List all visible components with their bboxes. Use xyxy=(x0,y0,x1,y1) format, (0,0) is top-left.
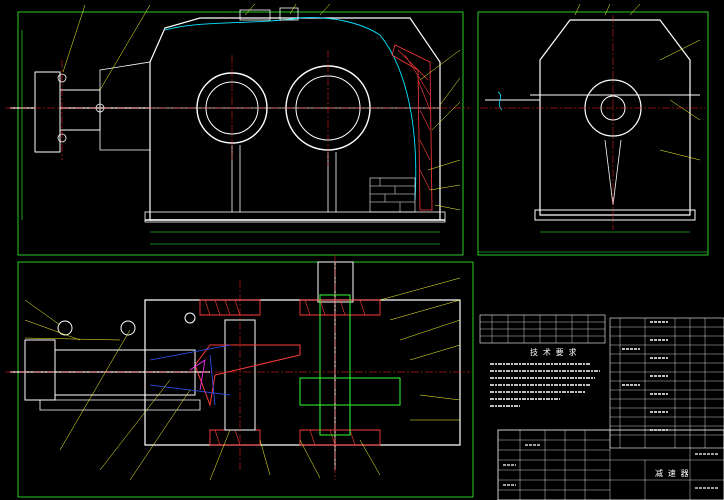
side-housing-outline xyxy=(539,19,691,216)
tech-requirements-block: 技 术 要 求 xyxy=(479,314,606,407)
title-block: 减 速 器 xyxy=(497,429,724,500)
top-hatch-bearings xyxy=(199,299,381,446)
top-bolt-icon xyxy=(57,320,73,336)
front-breather-cap xyxy=(279,7,299,21)
side-leader-lines xyxy=(574,3,701,161)
tech-requirements-text xyxy=(490,363,600,407)
top-bevel-gear xyxy=(194,344,301,407)
top-blue-lines xyxy=(149,344,231,406)
front-base-flange xyxy=(144,211,446,223)
front-breather-cap xyxy=(239,9,271,21)
gear-parameter-table xyxy=(479,314,606,344)
front-cover-curve xyxy=(164,17,417,201)
top-bolt-icon xyxy=(120,320,136,336)
front-hatch-lines xyxy=(397,49,431,191)
top-flange-base xyxy=(39,399,201,411)
top-section-view xyxy=(5,255,474,498)
front-oil-hatch xyxy=(369,177,416,213)
side-base xyxy=(534,209,696,221)
top-hatch-lines xyxy=(204,299,366,446)
top-magenta-lines xyxy=(189,359,206,391)
title-block-name: 减 速 器 xyxy=(655,468,689,478)
front-oil-hatch-lines xyxy=(370,178,415,212)
tech-requirements-title: 技 术 要 求 xyxy=(530,347,576,357)
top-view-frame xyxy=(17,261,474,498)
front-shaft-housing xyxy=(99,61,151,151)
parts-list-table xyxy=(609,317,724,449)
front-view-frame xyxy=(17,11,464,256)
front-hatch-wall xyxy=(391,44,433,211)
top-bolt-icon xyxy=(184,312,196,324)
front-leader-lines xyxy=(62,3,461,211)
front-view xyxy=(5,3,470,256)
side-view xyxy=(477,3,709,256)
top-output-gear xyxy=(299,377,401,406)
side-view-frame xyxy=(477,11,709,256)
top-leader-lines xyxy=(24,277,461,481)
top-motor-flange xyxy=(24,339,56,401)
side-shaft-break xyxy=(497,91,503,111)
front-motor-flange xyxy=(34,71,61,153)
front-housing-outline xyxy=(149,17,441,221)
front-coupling xyxy=(59,89,101,131)
